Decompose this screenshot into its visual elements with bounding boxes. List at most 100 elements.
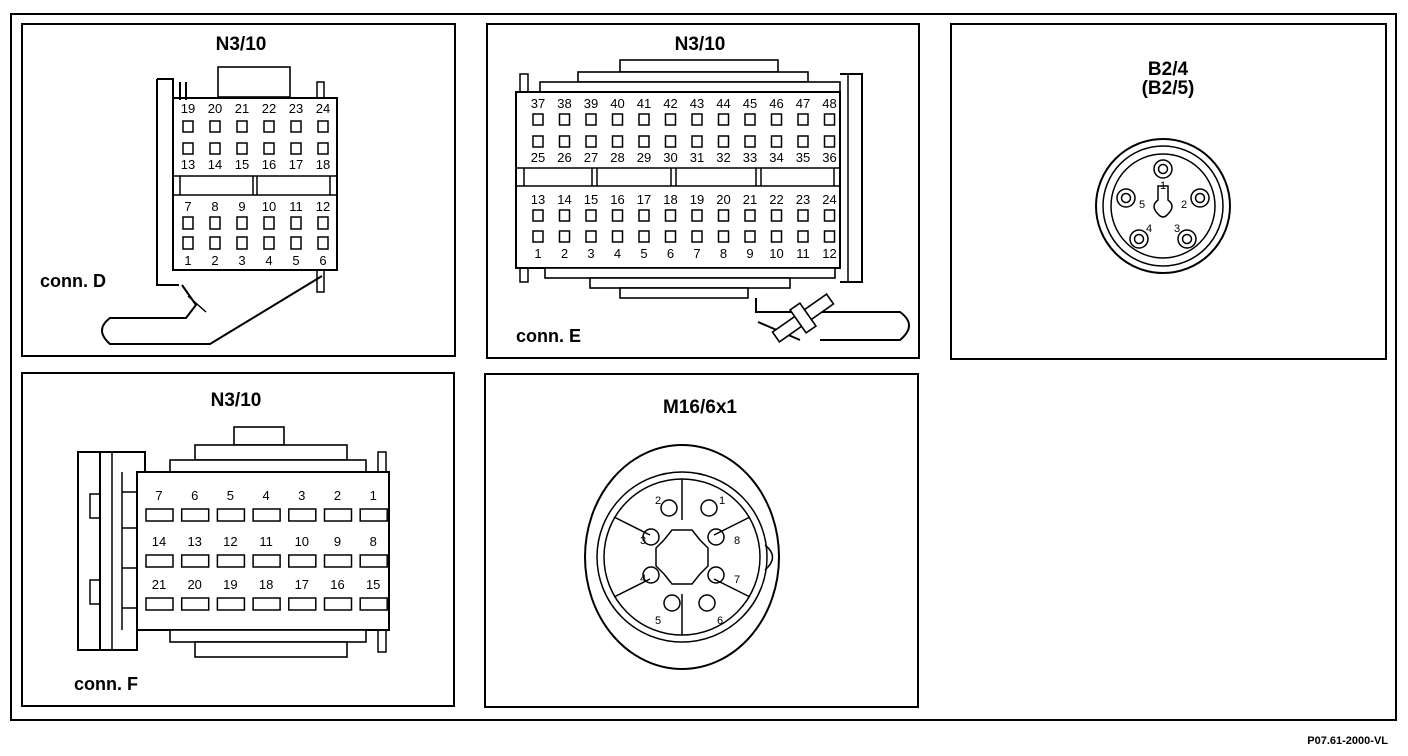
pin-label: 5 [1139,199,1145,211]
pin-label: 42 [663,96,677,111]
pin-cavity [145,597,174,611]
pin-cavity [532,113,544,126]
pin-socket [698,594,716,612]
pin-label: 31 [690,150,704,165]
pin-label: 21 [235,101,249,116]
pin-label: 16 [262,157,276,172]
pin-label: 16 [610,192,624,207]
pin-cavity [359,508,388,522]
pin-label: 29 [637,150,651,165]
pin-cavity [182,216,194,230]
pin-cavity [717,209,730,222]
pin-cavity [145,508,174,522]
pin-label: 18 [663,192,677,207]
pin-label: 13 [187,534,201,549]
pin-label: 8 [370,534,377,549]
pin-cavity [770,230,783,243]
pin-contact [1181,233,1193,245]
pin-label: 21 [152,577,166,592]
pin-label: 20 [187,577,201,592]
pin-cavity [323,597,353,611]
pin-label: 28 [610,150,624,165]
pin-label: 7 [734,574,740,586]
pin-label: 1 [719,495,725,507]
pin-label: 12 [316,199,330,214]
pin-label: 8 [720,246,727,261]
pin-label: 17 [637,192,651,207]
pin-label: 16 [330,577,344,592]
pin-contact [1157,163,1169,175]
pin-cavity [717,113,730,126]
pin-label: 47 [796,96,810,111]
pin-label: 2 [1181,199,1187,211]
pin-cavity [290,216,302,230]
pin-label: 1 [534,246,541,261]
pin-cavity [797,113,809,126]
pin-label: 46 [769,96,783,111]
panel-m16-border [484,373,919,708]
pin-cavity [611,230,624,243]
pin-label: 33 [743,150,757,165]
pin-cavity [209,216,221,230]
pin-label: 3 [1174,223,1180,235]
pin-cavity [252,508,281,522]
b2-4-title: B2/4 [1148,59,1189,80]
pin-label: 20 [208,101,222,116]
panel-b2-4-border [950,23,1387,360]
pin-cavity [209,142,221,155]
pin-label: 9 [746,246,753,261]
panel-conn-f-border [21,372,455,707]
pin-label: 6 [667,246,674,261]
pin-cavity [145,554,174,568]
pin-label: 6 [319,253,326,268]
pin-label: 19 [181,101,195,116]
reference-code: P07.61-2000-VL [1307,735,1388,747]
pin-cavity [263,236,275,250]
pin-cavity [252,597,281,611]
pin-label: 19 [223,577,237,592]
pin-cavity [611,209,624,222]
pin-label: 26 [557,150,571,165]
pin-label: 17 [289,157,303,172]
pin-cavity [664,135,677,148]
pin-cavity [216,508,246,522]
pin-label: 4 [640,573,646,585]
pin-cavity [263,216,275,230]
pin-cavity [585,230,597,243]
pin-label: 2 [655,495,661,507]
panel-conn-e-border [486,23,920,359]
pin-label: 4 [265,253,272,268]
pin-cavity [770,113,783,126]
pin-label: 10 [769,246,783,261]
pin-label: 44 [716,96,730,111]
pin-label: 22 [769,192,783,207]
pin-label: 9 [334,534,341,549]
pin-cavity [585,209,597,222]
pin-cavity [216,554,246,568]
pin-cavity [290,120,302,133]
pin-label: 40 [610,96,624,111]
pin-cavity [585,113,597,126]
pin-label: 1 [1160,180,1166,192]
pin-cavity [558,230,571,243]
pin-label: 17 [295,577,309,592]
pin-label: 11 [259,534,273,549]
pin-label: 30 [663,150,677,165]
pin-label: 10 [295,534,309,549]
pin-cavity [744,135,756,148]
pin-cavity [290,142,302,155]
pin-label: 34 [769,150,783,165]
pin-label: 2 [561,246,568,261]
pin-socket [1190,188,1210,208]
pin-label: 21 [743,192,757,207]
pin-socket [707,566,725,584]
pin-label: 3 [298,488,305,503]
pin-socket [663,594,681,612]
pin-label: 23 [289,101,303,116]
